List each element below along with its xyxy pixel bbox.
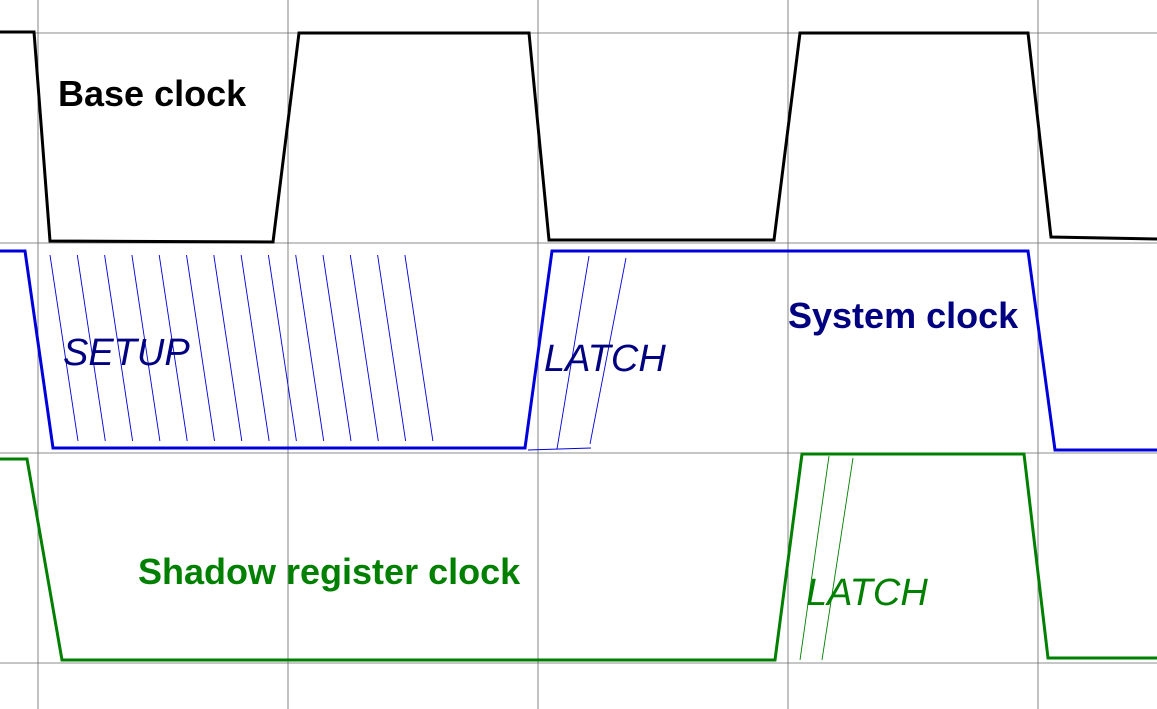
- latch-hatch-line: [821, 457, 854, 661]
- setup-hatch-line: [295, 254, 325, 442]
- system-clock-label: System clock: [788, 295, 1019, 336]
- setup-hatch-region: [49, 254, 434, 442]
- shadow-latch-label: LATCH: [806, 572, 928, 614]
- setup-label: SETUP: [63, 332, 190, 374]
- waveforms: [0, 30, 1157, 662]
- latch-hatch-base: [527, 447, 592, 451]
- setup-hatch-line: [186, 254, 215, 442]
- setup-hatch-line: [322, 254, 352, 442]
- system-clock-waveform: [0, 249, 1157, 452]
- base-clock-label: Base clock: [58, 73, 247, 114]
- setup-hatch-line: [104, 254, 134, 442]
- setup-hatch-line: [240, 254, 270, 442]
- shadow-register-clock-waveform: [0, 452, 1157, 662]
- setup-hatch-line: [349, 254, 379, 442]
- latch-hatch-line: [556, 255, 590, 450]
- setup-hatch-line: [76, 254, 106, 442]
- setup-hatch-line: [404, 254, 434, 442]
- setup-hatch-line: [49, 254, 79, 442]
- shadow-register-clock-label: Shadow register clock: [138, 551, 521, 592]
- shadow-latch-hatch-region: [799, 455, 854, 661]
- setup-hatch-line: [267, 254, 297, 442]
- setup-hatch-line: [213, 254, 243, 442]
- setup-hatch-line: [131, 254, 161, 442]
- setup-hatch-line: [377, 254, 407, 442]
- latch-hatch-line: [799, 455, 830, 661]
- system-latch-label: LATCH: [544, 338, 666, 380]
- base-clock-waveform: [0, 30, 1157, 244]
- system-latch-hatch-region: [527, 255, 627, 451]
- setup-hatch-line: [158, 254, 188, 442]
- latch-hatch-line: [589, 257, 627, 445]
